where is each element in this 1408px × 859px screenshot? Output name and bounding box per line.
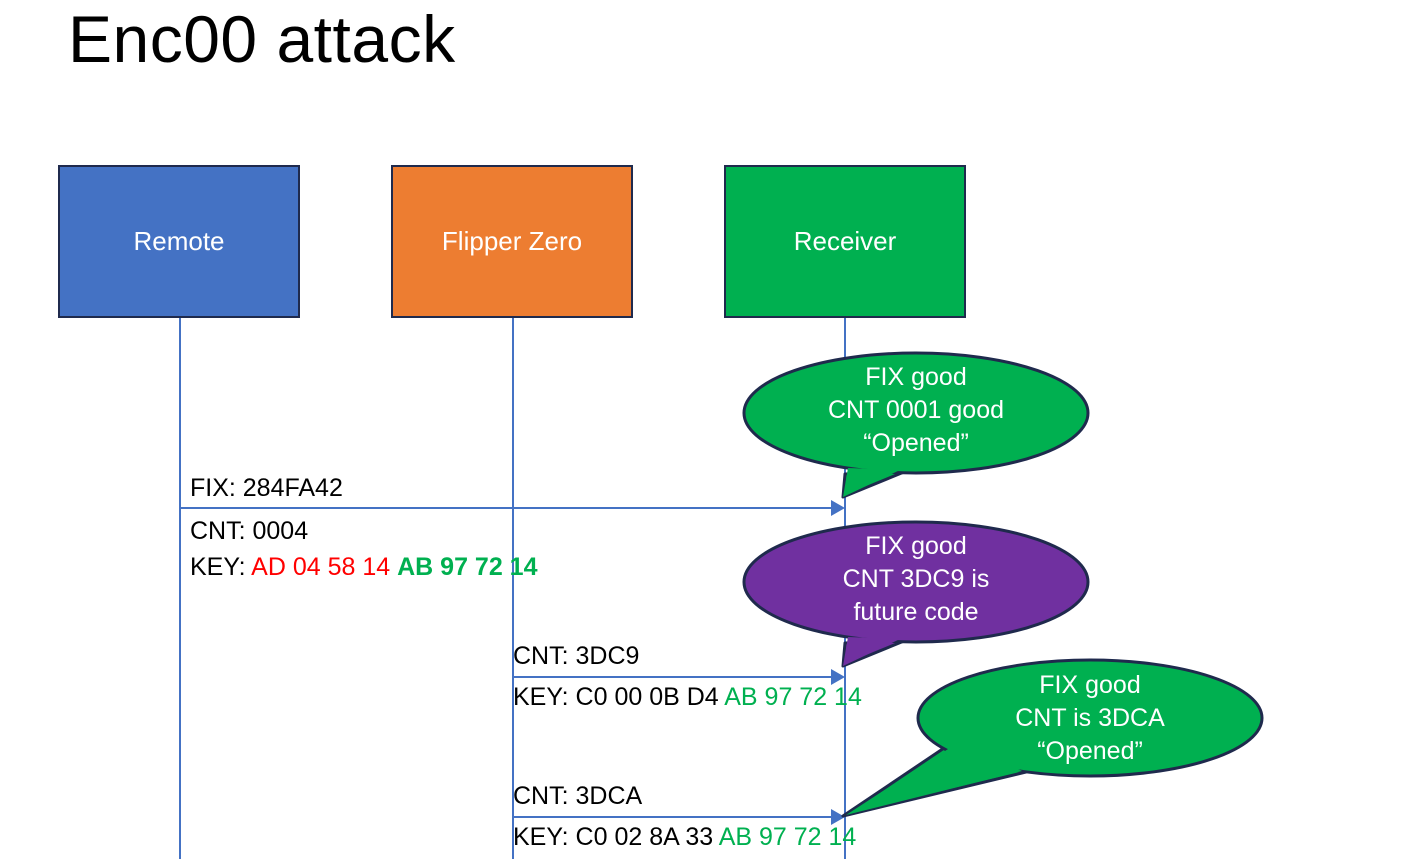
lifeline-flipper [512, 318, 514, 859]
callout-fix-good-cnt-0001: FIX good CNT 0001 good “Opened” [742, 348, 1090, 508]
message-1-line-2: CNT: 0004 [190, 517, 308, 547]
message-1-key-red: AD 04 58 14 [251, 553, 391, 581]
message-2-key-green: AB 97 72 14 [724, 683, 862, 711]
message-3-key-label: KEY: C0 02 8A 33 [513, 823, 719, 851]
actor-label-flipper-zero: Flipper Zero [441, 226, 583, 256]
callout-2-shape [742, 520, 1090, 668]
callout-future-code-3dc9: FIX good CNT 3DC9 is future code [742, 517, 1090, 677]
message-1-key-green: AB 97 72 14 [397, 553, 538, 581]
message-3-arrow-line [512, 816, 837, 818]
message-1-key-label: KEY: [190, 553, 252, 581]
message-2-line-2: KEY: C0 00 0B D4 AB 97 72 14 [513, 683, 862, 713]
message-3-line-1: CNT: 3DCA [513, 782, 642, 812]
actor-box-receiver[interactable]: Receiver [724, 165, 966, 318]
message-1-line-1: FIX: 284FA42 [190, 474, 343, 504]
page-title: Enc00 attack [68, 2, 456, 76]
message-1-line-3: KEY: AD 04 58 14 AB 97 72 14 [190, 553, 538, 583]
message-2-arrow-line [512, 676, 837, 678]
message-1-fix-text: FIX: 284FA42 [190, 474, 343, 502]
actor-label-remote: Remote [133, 226, 225, 256]
message-3-key-green: AB 97 72 14 [718, 823, 857, 851]
message-2-arrow-head [831, 669, 845, 685]
message-3-arrow-head [831, 809, 845, 825]
callout-3-shape [841, 658, 1264, 818]
callout-1-shape [742, 351, 1090, 499]
message-2-cnt-text: CNT: 3DC9 [513, 642, 640, 670]
message-3-cnt-text: CNT: 3DCA [513, 782, 643, 810]
message-2-line-1: CNT: 3DC9 [513, 642, 639, 672]
message-1-cnt-text: CNT: 0004 [190, 517, 309, 545]
message-2-key-label: KEY: C0 00 0B D4 [513, 683, 725, 711]
actor-box-remote[interactable]: Remote [58, 165, 300, 318]
message-1-arrow-line [179, 507, 837, 509]
lifeline-remote [179, 318, 181, 859]
actor-label-receiver: Receiver [793, 226, 897, 256]
message-1-arrow-head [831, 500, 845, 516]
actor-box-flipper-zero[interactable]: Flipper Zero [391, 165, 633, 318]
message-3-line-2: KEY: C0 02 8A 33 AB 97 72 14 [513, 823, 856, 853]
callout-cnt-is-3dca: FIX good CNT is 3DCA “Opened” [841, 658, 1264, 818]
